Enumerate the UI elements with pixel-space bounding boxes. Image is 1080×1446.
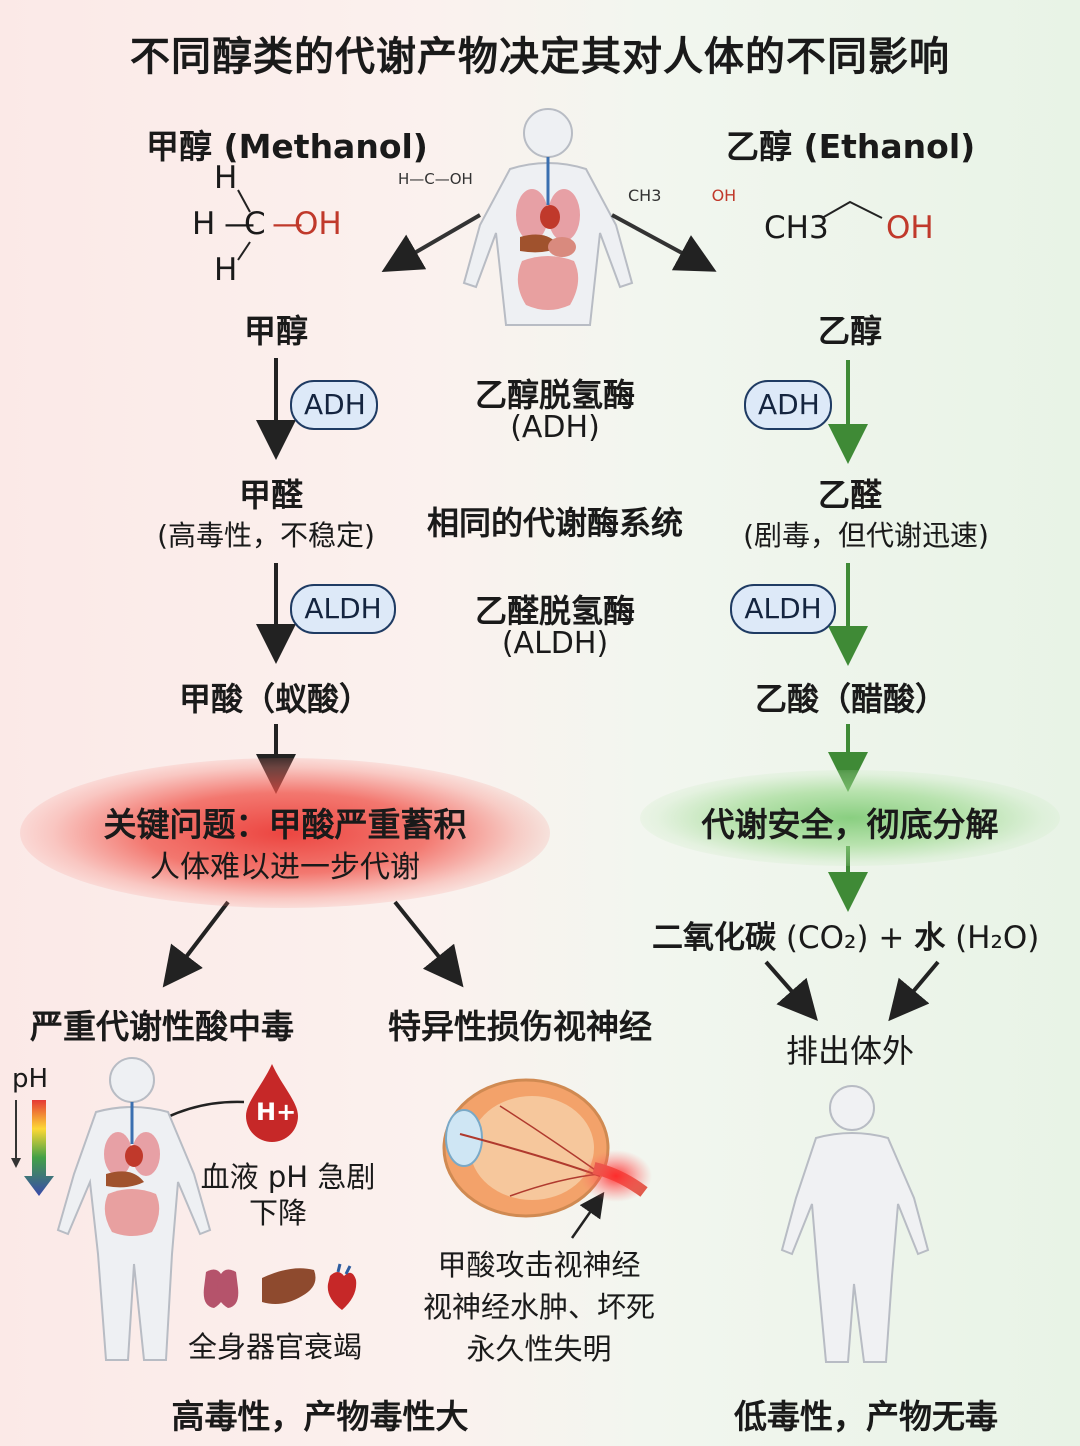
excrete-text: 排出体外 — [785, 1032, 914, 1070]
enzyme2-name: 乙醛脱氢酶 — [474, 592, 635, 630]
ethanol-heading-text: 乙醇 (Ethanol) — [726, 127, 976, 166]
ethanol-bonds — [821, 200, 883, 219]
key-issue-title: 关键问题：甲酸严重蓄积 — [103, 805, 467, 844]
ethanol-step3: 乙酸（醋酸） — [754, 680, 947, 718]
methanol-bonds — [237, 189, 251, 261]
center-methanol-text: H—C—OH — [398, 170, 473, 188]
acidosis-body-icon — [56, 1057, 212, 1361]
organ-failure-text: 全身器官衰竭 — [187, 1330, 362, 1364]
methanol-step3: 甲酸（蚁酸） — [178, 680, 371, 718]
effect-acidosis: 严重代谢性酸中毒 — [30, 1007, 294, 1046]
methanol-step2: 甲醛 — [238, 476, 303, 514]
methanol-structure: H H — C — OH H — [188, 160, 358, 290]
methanol-c: C — [244, 206, 266, 242]
ethanol-ch3: CH3 — [764, 210, 829, 246]
ethanol-aldh-pill: ALDH — [730, 584, 836, 634]
eye-line2: 视神经水肿、坏死 — [422, 1290, 655, 1324]
eye-icon — [442, 1078, 652, 1218]
eye-line3: 永久性失明 — [466, 1332, 612, 1366]
ethanol-adh-pill: ADH — [744, 380, 832, 430]
effect-optic-nerve: 特异性损伤视神经 — [388, 1007, 652, 1046]
blood-drop-icon — [246, 1064, 298, 1142]
methanol-oh: OH — [294, 206, 342, 242]
product-co2-formula: (CO₂) + — [785, 920, 915, 956]
methanol-step1: 甲醇 — [243, 312, 308, 350]
ethanol-oh: OH — [886, 210, 934, 246]
methanol-step2-note: (高毒性，不稳定) — [157, 519, 375, 552]
ethanol-products: 二氧化碳 (CO₂) + 水 (H₂O) — [652, 912, 1039, 957]
methanol-h-top: H — [214, 160, 238, 196]
key-issue-sub: 人体难以进一步代谢 — [150, 850, 420, 885]
methanol-heading: 甲醇 (Methanol) — [146, 120, 428, 168]
shared-enzyme-system: 相同的代谢酶系统 — [426, 504, 683, 542]
healthy-body-icon — [780, 1085, 930, 1363]
enzyme1-abbr: (ADH) — [510, 410, 600, 445]
ethanol-step2-note: (剧毒，但代谢迅速) — [743, 519, 989, 552]
ph-scale-icon — [11, 1100, 54, 1196]
blood-ph-text: 血液 pH 急剧 — [200, 1160, 376, 1194]
h-plus-label: H+ — [256, 1098, 297, 1126]
center-ethanol-ch3: CH3 — [628, 186, 662, 205]
organs-icon — [203, 1263, 357, 1310]
enzyme1-name: 乙醇脱氢酶 — [474, 376, 635, 414]
methanol-h-left: H — [192, 206, 216, 242]
ethanol-safe: 代谢安全，彻底分解 — [701, 805, 999, 844]
center-ethanol-formula: CH3 OH — [628, 186, 736, 205]
center-ethanol-oh: OH — [711, 186, 737, 205]
methanol-aldh-pill: ALDH — [290, 584, 396, 634]
methanol-summary: 高毒性，产物毒性大 — [171, 1397, 469, 1436]
methanol-bond-right: — — [272, 206, 303, 242]
ethanol-step1: 乙醇 — [817, 312, 882, 350]
ethanol-step2: 乙醛 — [817, 476, 882, 514]
eye-line1: 甲酸攻击视神经 — [437, 1248, 641, 1282]
page-title: 不同醇类的代谢产物决定其对人体的不同影响 — [130, 34, 950, 80]
ethanol-heading: 乙醇 (Ethanol) — [726, 120, 975, 168]
key-issue-glow — [20, 758, 550, 908]
methanol-h-bottom: H — [214, 252, 238, 288]
product-water-formula: (H₂O) — [955, 920, 1040, 956]
enzyme2-abbr: (ALDH) — [501, 626, 609, 661]
ethanol-summary: 低毒性，产物无毒 — [734, 1397, 998, 1436]
ethanol-structure: CH3 OH — [764, 196, 944, 256]
blood-ph-text-2: 下降 — [248, 1196, 307, 1230]
center-methanol-formula: H—C—OH — [398, 170, 473, 188]
product-water-name: 水 — [914, 920, 946, 956]
ph-label: pH — [12, 1064, 49, 1094]
methanol-adh-pill: ADH — [290, 380, 378, 430]
body-organs-icon — [462, 108, 634, 326]
safe-glow — [640, 770, 1060, 866]
methanol-heading-text: 甲醇 (Methanol) — [146, 127, 428, 166]
product-co2-name: 二氧化碳 — [652, 920, 776, 956]
